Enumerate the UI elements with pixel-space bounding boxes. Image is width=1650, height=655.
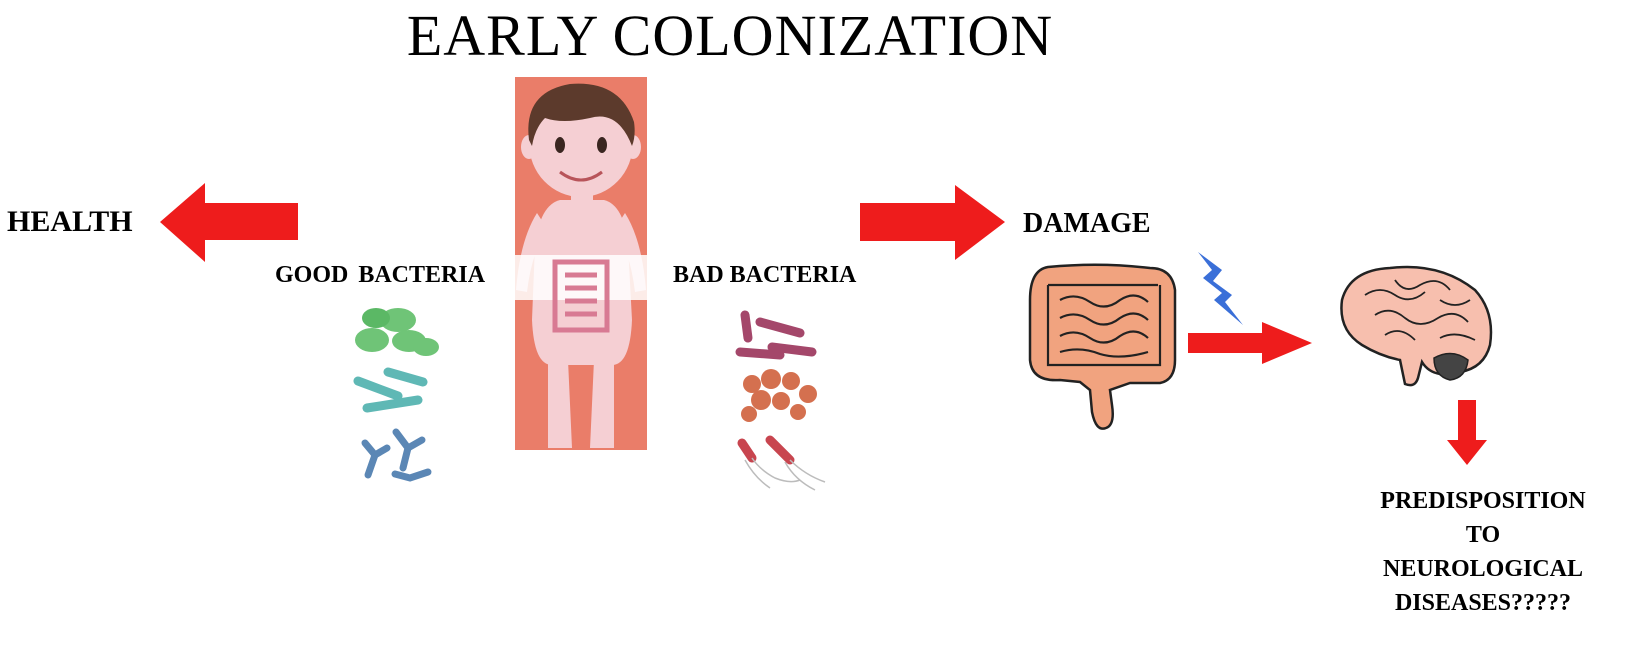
down-arrow-icon — [1447, 400, 1487, 465]
child-body-icon — [505, 77, 657, 450]
outcome-line: NEUROLOGICAL — [1382, 556, 1584, 582]
damage-label: DAMAGE — [1023, 208, 1151, 239]
outcome-line: PREDISPOSITION — [1380, 488, 1586, 514]
gut-icon — [552, 259, 610, 333]
lightning-icon — [1198, 252, 1243, 325]
left-arrow-icon — [160, 183, 298, 262]
good-bacteria-label: GOOD BACTERIA — [275, 262, 486, 288]
outcome-line: TO — [1465, 522, 1501, 548]
outcome-line: DISEASES????? — [1394, 590, 1572, 616]
health-label: HEALTH — [7, 205, 133, 238]
bad-bacteria-label: BAD BACTERIA — [673, 262, 857, 288]
outcome-label: PREDISPOSITION TO NEUROLOGICAL DISEASES?… — [1318, 484, 1648, 620]
intestine-icon — [1028, 263, 1177, 430]
bad-bacteria-icon — [735, 310, 826, 491]
good-bacteria-icon — [353, 308, 439, 482]
page-title: EARLY COLONIZATION — [406, 3, 1054, 68]
right-arrow-icon — [860, 185, 1005, 260]
right-arrow-icon — [1188, 322, 1312, 364]
brain-icon — [1340, 265, 1493, 387]
